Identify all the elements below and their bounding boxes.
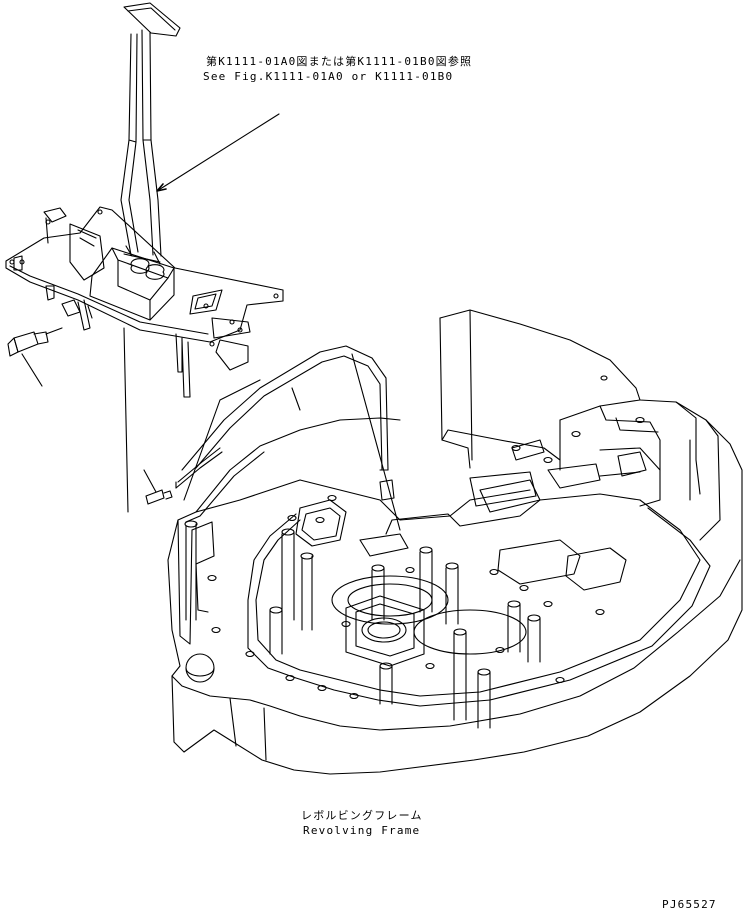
frame-leader-line — [352, 354, 400, 530]
reference-note-english: See Fig.K1111-01A0 or K1111-01B0 — [203, 70, 454, 83]
pressure-switch — [8, 328, 62, 386]
fitting-leader-lines — [124, 328, 156, 512]
frame-posts — [185, 521, 540, 728]
drawing-code: PJ65527 — [662, 898, 717, 911]
control-lever — [121, 3, 180, 256]
reference-note-japanese: 第K1111-01A0図または第K1111-01B0図参照 — [206, 55, 473, 68]
reference-leader-line — [157, 114, 279, 191]
bolt-holes — [208, 376, 644, 699]
frame-label-japanese: レボルビングフレーム — [301, 809, 423, 822]
lever-bracket — [6, 207, 283, 397]
revolving-frame — [168, 310, 742, 774]
hydraulic-hose — [146, 346, 394, 504]
frame-label-english: Revolving Frame — [303, 824, 421, 837]
